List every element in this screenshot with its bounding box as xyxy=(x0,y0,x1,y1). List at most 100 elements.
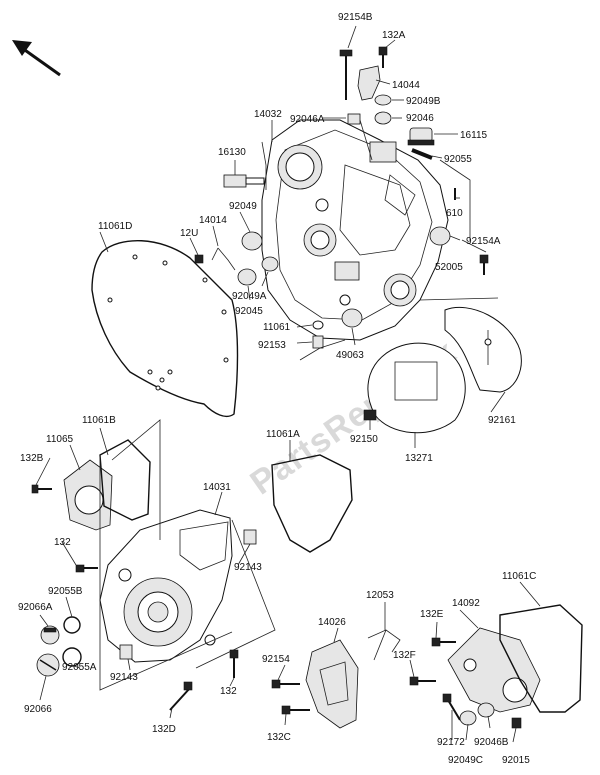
label-14026: 14026 xyxy=(318,617,346,628)
label-92049: 92049 xyxy=(229,201,257,212)
label-132E: 132E xyxy=(420,609,444,620)
clutch-cover-14032 xyxy=(261,119,449,341)
seal-92049B xyxy=(374,94,392,106)
gasket-11061D xyxy=(91,239,239,418)
bolt-132B xyxy=(31,484,52,494)
sight-glass-16130 xyxy=(223,174,265,188)
label-11061A: 11061A xyxy=(266,429,300,440)
gasket-11061C xyxy=(499,604,583,713)
label-92066: 92066 xyxy=(24,704,52,715)
label-16130: 16130 xyxy=(218,147,246,158)
label-49063: 49063 xyxy=(336,350,364,361)
bolt-132b2 xyxy=(229,649,239,678)
gasket-bolt-holes xyxy=(107,254,229,391)
label-92143: 92143 xyxy=(234,562,262,573)
leader-lines xyxy=(35,25,541,743)
label-92150: 92150 xyxy=(350,434,378,445)
label-92045: 92045 xyxy=(235,306,263,317)
label-92049B: 92049B xyxy=(406,96,441,107)
plate-13271 xyxy=(367,342,466,434)
gasket-11061 xyxy=(312,320,324,330)
gasket-11061A xyxy=(271,454,353,553)
o-ring-92055B xyxy=(63,616,81,634)
label-14031: 14031 xyxy=(203,482,231,493)
dowel-92143 xyxy=(243,529,257,545)
label-92046B: 92046B xyxy=(474,737,509,748)
label-132A: 132A xyxy=(382,30,406,41)
bolt-92154A xyxy=(479,254,489,275)
bolt-12U xyxy=(194,254,204,264)
label-92066A: 92066A xyxy=(18,602,53,613)
label-14092: 14092 xyxy=(452,598,480,609)
label-92154: 92154 xyxy=(262,654,290,665)
label-92154A: 92154A xyxy=(466,236,501,247)
label-92143-lower: 92143 xyxy=(110,672,138,683)
label-92153: 92153 xyxy=(258,340,286,351)
label-11061D: 11061D xyxy=(98,221,132,232)
label-92161: 92161 xyxy=(488,415,516,426)
cover-14026 xyxy=(305,639,359,729)
label-92055: 92055 xyxy=(444,154,472,165)
dowel-92153 xyxy=(312,335,324,349)
label-14044: 14044 xyxy=(392,80,420,91)
label-610: 610 xyxy=(446,208,463,219)
guide-12053 xyxy=(367,629,401,661)
label-11061: 11061 xyxy=(263,322,291,333)
label-132D: 132D xyxy=(152,724,176,735)
bolt-132A xyxy=(378,46,388,68)
bearing-92045 xyxy=(237,268,257,286)
bearing-92046 xyxy=(374,111,392,125)
cover-14092 xyxy=(447,627,541,713)
dowel-92143b xyxy=(119,644,133,660)
bolt-92150 xyxy=(363,409,377,421)
nut-92015 xyxy=(511,717,522,729)
plug-92066A xyxy=(40,625,60,645)
bolt-92154B xyxy=(339,49,353,100)
bracket-14014 xyxy=(211,247,236,271)
label-92154B: 92154B xyxy=(338,12,373,23)
label-14014: 14014 xyxy=(199,215,227,226)
seal-92049 xyxy=(241,231,263,251)
label-11065: 11065 xyxy=(46,434,74,445)
bolt-132E xyxy=(431,637,456,647)
bearing-92046B xyxy=(477,702,495,718)
collar-92046A xyxy=(347,113,361,125)
label-92055A: 92055A xyxy=(62,662,97,673)
gasket-11061B xyxy=(99,439,151,521)
bolt-92154 xyxy=(271,679,300,689)
bolt-132 xyxy=(75,564,98,573)
label-12U: 12U xyxy=(180,228,198,239)
label-12053: 12053 xyxy=(366,590,394,601)
label-11061C: 11061C xyxy=(502,571,536,582)
plug-92066 xyxy=(36,653,60,677)
bolt-132C xyxy=(281,705,310,715)
plate-92161 xyxy=(444,306,522,393)
seal-52005 xyxy=(429,226,451,246)
label-132C: 132C xyxy=(267,732,291,743)
seal-92049A xyxy=(261,256,279,272)
label-92049C: 92049C xyxy=(448,755,483,766)
o-ring-92055A xyxy=(62,647,82,667)
front-arrow-icon xyxy=(12,40,61,77)
o-ring-92055 xyxy=(411,148,433,160)
label-132F: 132F xyxy=(393,650,416,661)
bolt-92172 xyxy=(442,693,461,721)
label-13271: 13271 xyxy=(405,453,433,464)
label-92046: 92046 xyxy=(406,113,434,124)
label-14032: 14032 xyxy=(254,109,282,120)
label-92015: 92015 xyxy=(502,755,530,766)
label-92049A: 92049A xyxy=(232,291,267,302)
seal-92049C xyxy=(459,710,477,726)
plug-16115 xyxy=(407,127,435,146)
label-16115: 16115 xyxy=(460,130,488,141)
oil-seal-49063 xyxy=(341,308,363,328)
label-132: 132 xyxy=(54,537,71,548)
label-52005: 52005 xyxy=(435,262,463,273)
label-92172: 92172 xyxy=(437,737,465,748)
label-132-lower: 132 xyxy=(220,686,237,697)
bolt-132D xyxy=(169,681,193,711)
lever-14044 xyxy=(357,65,381,101)
engine-cover-14031 xyxy=(99,509,233,663)
label-132B: 132B xyxy=(20,453,44,464)
label-92046A: 92046A xyxy=(290,114,325,125)
